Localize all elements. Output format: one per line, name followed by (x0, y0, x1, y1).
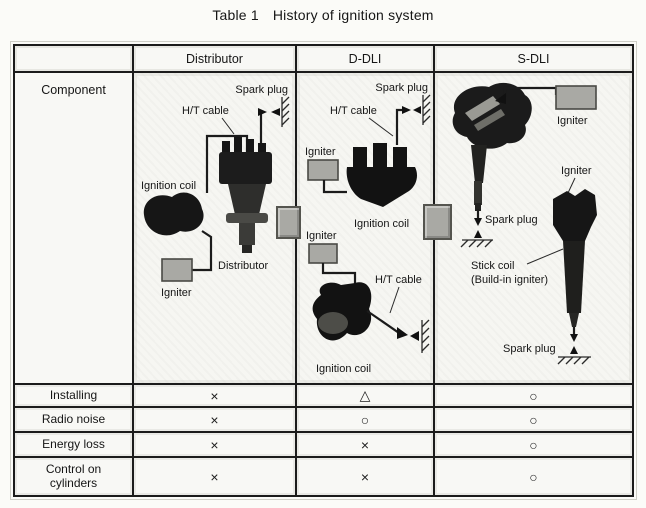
ground-hatch-icon (281, 96, 290, 127)
column-connector-box (276, 206, 301, 239)
d-dli-diagram: Spark plug H/T cable Igniter (305, 82, 431, 375)
igniter-label-top: Igniter (557, 115, 588, 127)
cell-radio-noise-distributor: × (134, 408, 297, 433)
spark-gap-arrow-up-icon (474, 230, 482, 238)
ht-cable-wire-top (395, 108, 402, 145)
table-title-text: History of ignition system (272, 7, 434, 23)
ht-cable-wire-bottom (366, 310, 400, 334)
ground-hatch-icon (460, 239, 493, 248)
ground-hatch-icon (422, 94, 431, 125)
component-row-label: Component (15, 73, 134, 385)
cell-installing-distributor: × (134, 385, 297, 408)
igniter-wire (191, 230, 213, 272)
ignition-coil-image-top (346, 143, 417, 207)
stick-coil-label-line2: (Build-in igniter) (471, 274, 548, 286)
cell-control-s-dli: ○ (435, 458, 632, 495)
cell-radio-noise-d-dli: ○ (297, 408, 435, 433)
row-label-radio-noise: Radio noise (15, 408, 134, 433)
column-header-distributor: Distributor (134, 46, 297, 73)
coil-on-plug-image (452, 82, 532, 211)
spark-plug-label-bottom: Spark plug (503, 343, 556, 355)
spark-gap-arrow-right-icon (402, 106, 411, 114)
cell-radio-noise-s-dli: ○ (435, 408, 632, 433)
igniter-label-bottom: Igniter (306, 230, 337, 242)
ignition-history-table: Distributor D-DLI S-DLI Component Spark … (10, 41, 637, 500)
row-label-energy-loss: Energy loss (15, 433, 134, 458)
distributor-diagram: Spark plug H/T cable Ignition coil (141, 84, 290, 299)
cell-installing-d-dli: △ (297, 385, 435, 408)
igniter-label: Igniter (161, 287, 192, 299)
igniter-box (161, 258, 193, 282)
spark-plug-label: Spark plug (375, 82, 428, 94)
ground-hatch-icon (557, 356, 591, 365)
spark-plug-label: Spark plug (235, 84, 288, 96)
ht-cable-pointer-bottom (389, 286, 400, 314)
stick-coil-pointer (526, 248, 564, 265)
igniter-box-top (555, 85, 597, 110)
cell-energy-loss-distributor: × (134, 433, 297, 458)
stick-coil-label-line1: Stick coil (471, 260, 514, 272)
cell-energy-loss-s-dli: ○ (435, 433, 632, 458)
igniter-box-bottom (308, 243, 338, 264)
ht-cable-label: H/T cable (182, 105, 229, 117)
s-dli-diagram: Igniter Spark plug Igniter (452, 82, 597, 365)
spark-gap-arrow-right-icon (258, 108, 267, 116)
ignition-coil-label: Ignition coil (141, 180, 196, 192)
row-label-installing: Installing (15, 385, 134, 408)
spark-gap-arrow-left-icon (410, 331, 419, 341)
page-title: Table 1 History of ignition system (0, 7, 646, 23)
distributor-label: Distributor (218, 260, 268, 272)
column-header-d-dli: D-DLI (297, 46, 435, 73)
ignition-coil-label-bottom: Ignition coil (316, 363, 371, 375)
spark-gap-arrow-left-icon (271, 108, 280, 116)
cell-energy-loss-d-dli: × (297, 433, 435, 458)
stick-coil-image (553, 189, 597, 327)
spark-gap-arrow-down-icon (570, 334, 578, 342)
igniter-label-top: Igniter (305, 146, 336, 158)
column-header-s-dli: S-DLI (435, 46, 632, 73)
ht-cable-pointer-top (368, 117, 394, 137)
ignition-coil-image-bottom (312, 282, 372, 341)
wire-arrow-icon (495, 93, 506, 104)
igniter-box-top (307, 159, 339, 181)
row-label-control-on-cylinders: Control on cylinders (15, 458, 134, 495)
igniter-wire-top (322, 180, 347, 194)
spark-gap-arrow-right-icon (397, 327, 408, 339)
cell-installing-s-dli: ○ (435, 385, 632, 408)
table-number: Table 1 (212, 7, 259, 23)
ht-cable-label-bottom: H/T cable (375, 274, 422, 286)
igniter-pointer (567, 177, 576, 194)
ground-hatch-icon (421, 319, 430, 353)
s-dli-diagram-cell: Igniter Spark plug Igniter (435, 73, 632, 385)
ignition-coil-image (143, 192, 204, 236)
ht-cable-pointer (221, 117, 235, 135)
corner-cell (15, 46, 134, 73)
distributor-diagram-cell: Spark plug H/T cable Ignition coil (134, 73, 297, 385)
spark-gap-arrow-left-icon (413, 106, 421, 114)
ignition-coil-label-top: Ignition coil (354, 218, 409, 230)
ht-cable-label-top: H/T cable (330, 105, 377, 117)
igniter-label-stick: Igniter (561, 165, 592, 177)
igniter-wire-bottom (321, 263, 357, 285)
cell-control-distributor: × (134, 458, 297, 495)
spark-plug-label-top: Spark plug (485, 214, 538, 226)
column-connector-box (423, 204, 452, 240)
spark-gap-arrow-down-icon (474, 218, 482, 226)
spark-gap-arrow-up-icon (570, 346, 578, 354)
d-dli-diagram-cell: Spark plug H/T cable Igniter (297, 73, 435, 385)
distributor-image (219, 137, 272, 253)
cell-control-d-dli: × (297, 458, 435, 495)
